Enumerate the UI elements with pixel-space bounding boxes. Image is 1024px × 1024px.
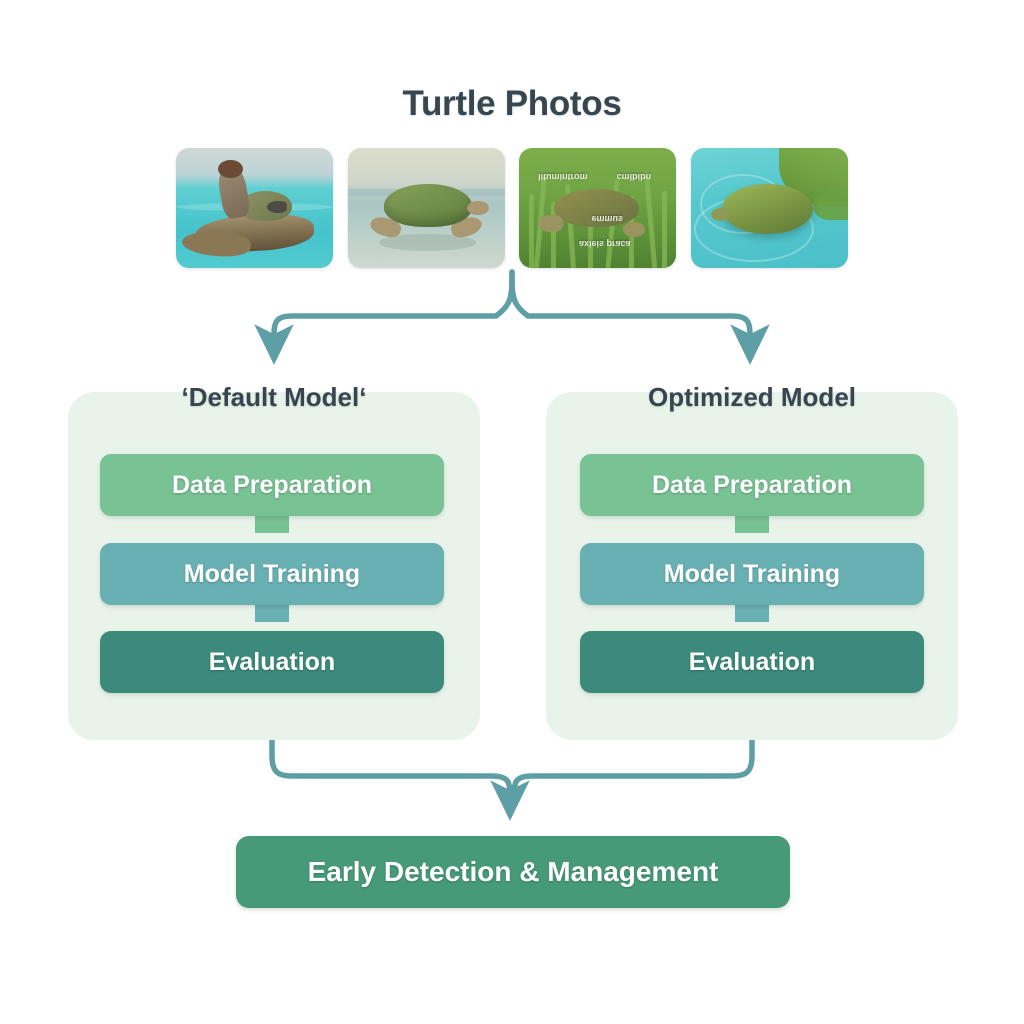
grass-blade [528,193,534,268]
photo-thumbnail-1[interactable] [176,148,333,268]
panel-title-default-model: ‘Default Model‘ [181,382,367,412]
stage-model-training-optimized[interactable]: Model Training [580,543,924,605]
turtle-head [711,208,731,222]
stage-data-preparation-default[interactable]: Data Preparation [100,454,444,516]
grass-blade [662,191,668,268]
chevron-down-icon [255,515,289,533]
water-reflection [379,234,477,252]
photo-overlay-text: cmlbibn [616,172,652,182]
stage-evaluation-optimized[interactable]: Evaluation [580,631,924,693]
stage-connector-tail [735,515,769,533]
photo-strip: litumintrom cmlbibn emmus axieis praca [176,148,848,268]
stage-label: Model Training [663,559,841,588]
turtle-shell [553,188,639,228]
grass-blade [643,171,658,268]
turtle-head [538,215,564,232]
turtle-shell [722,184,814,235]
grass-blade [588,198,594,268]
stage-label: Data Preparation [651,470,853,499]
stage-connector-tail [735,604,769,622]
turtle-head [466,200,489,216]
panel-title-optimized-model: Optimized Model [648,382,856,412]
stage-label: Evaluation [208,647,336,676]
chevron-down-icon [735,515,769,533]
photo-overlay-text: litumintrom [538,172,588,182]
photo-thumbnail-4[interactable] [690,148,848,268]
stage-connector-tail [255,515,289,533]
stage-label: Evaluation [688,647,816,676]
stage-evaluation-default[interactable]: Evaluation [100,631,444,693]
stage-connector-tail [255,604,289,622]
turtle-limb [267,200,288,213]
grass-blade [550,202,556,268]
outcome-label: Early Detection & Management [307,856,719,887]
photo-overlay-text: emmus [591,214,624,224]
photo-thumbnail-3[interactable]: litumintrom cmlbibn emmus axieis praca [519,148,677,268]
chevron-down-icon [735,604,769,622]
chevron-down-icon [255,604,289,622]
connector-photos-to-optimized [509,269,770,365]
stage-label: Data Preparation [171,470,373,499]
photo-thumbnail-2[interactable] [347,148,505,268]
page-title: Turtle Photos [402,84,622,123]
turtle-limb [622,222,645,237]
photo-overlay-text: axieis praca [578,239,631,250]
grass-bank [813,188,848,220]
turtle-shell [383,184,472,228]
stage-data-preparation-optimized[interactable]: Data Preparation [580,454,924,516]
outcome-box[interactable]: Early Detection & Management [236,836,790,908]
stage-label: Model Training [183,559,361,588]
turtle-head [218,160,244,178]
connector-photos-to-default [254,269,515,365]
stage-model-training-default[interactable]: Model Training [100,543,444,605]
